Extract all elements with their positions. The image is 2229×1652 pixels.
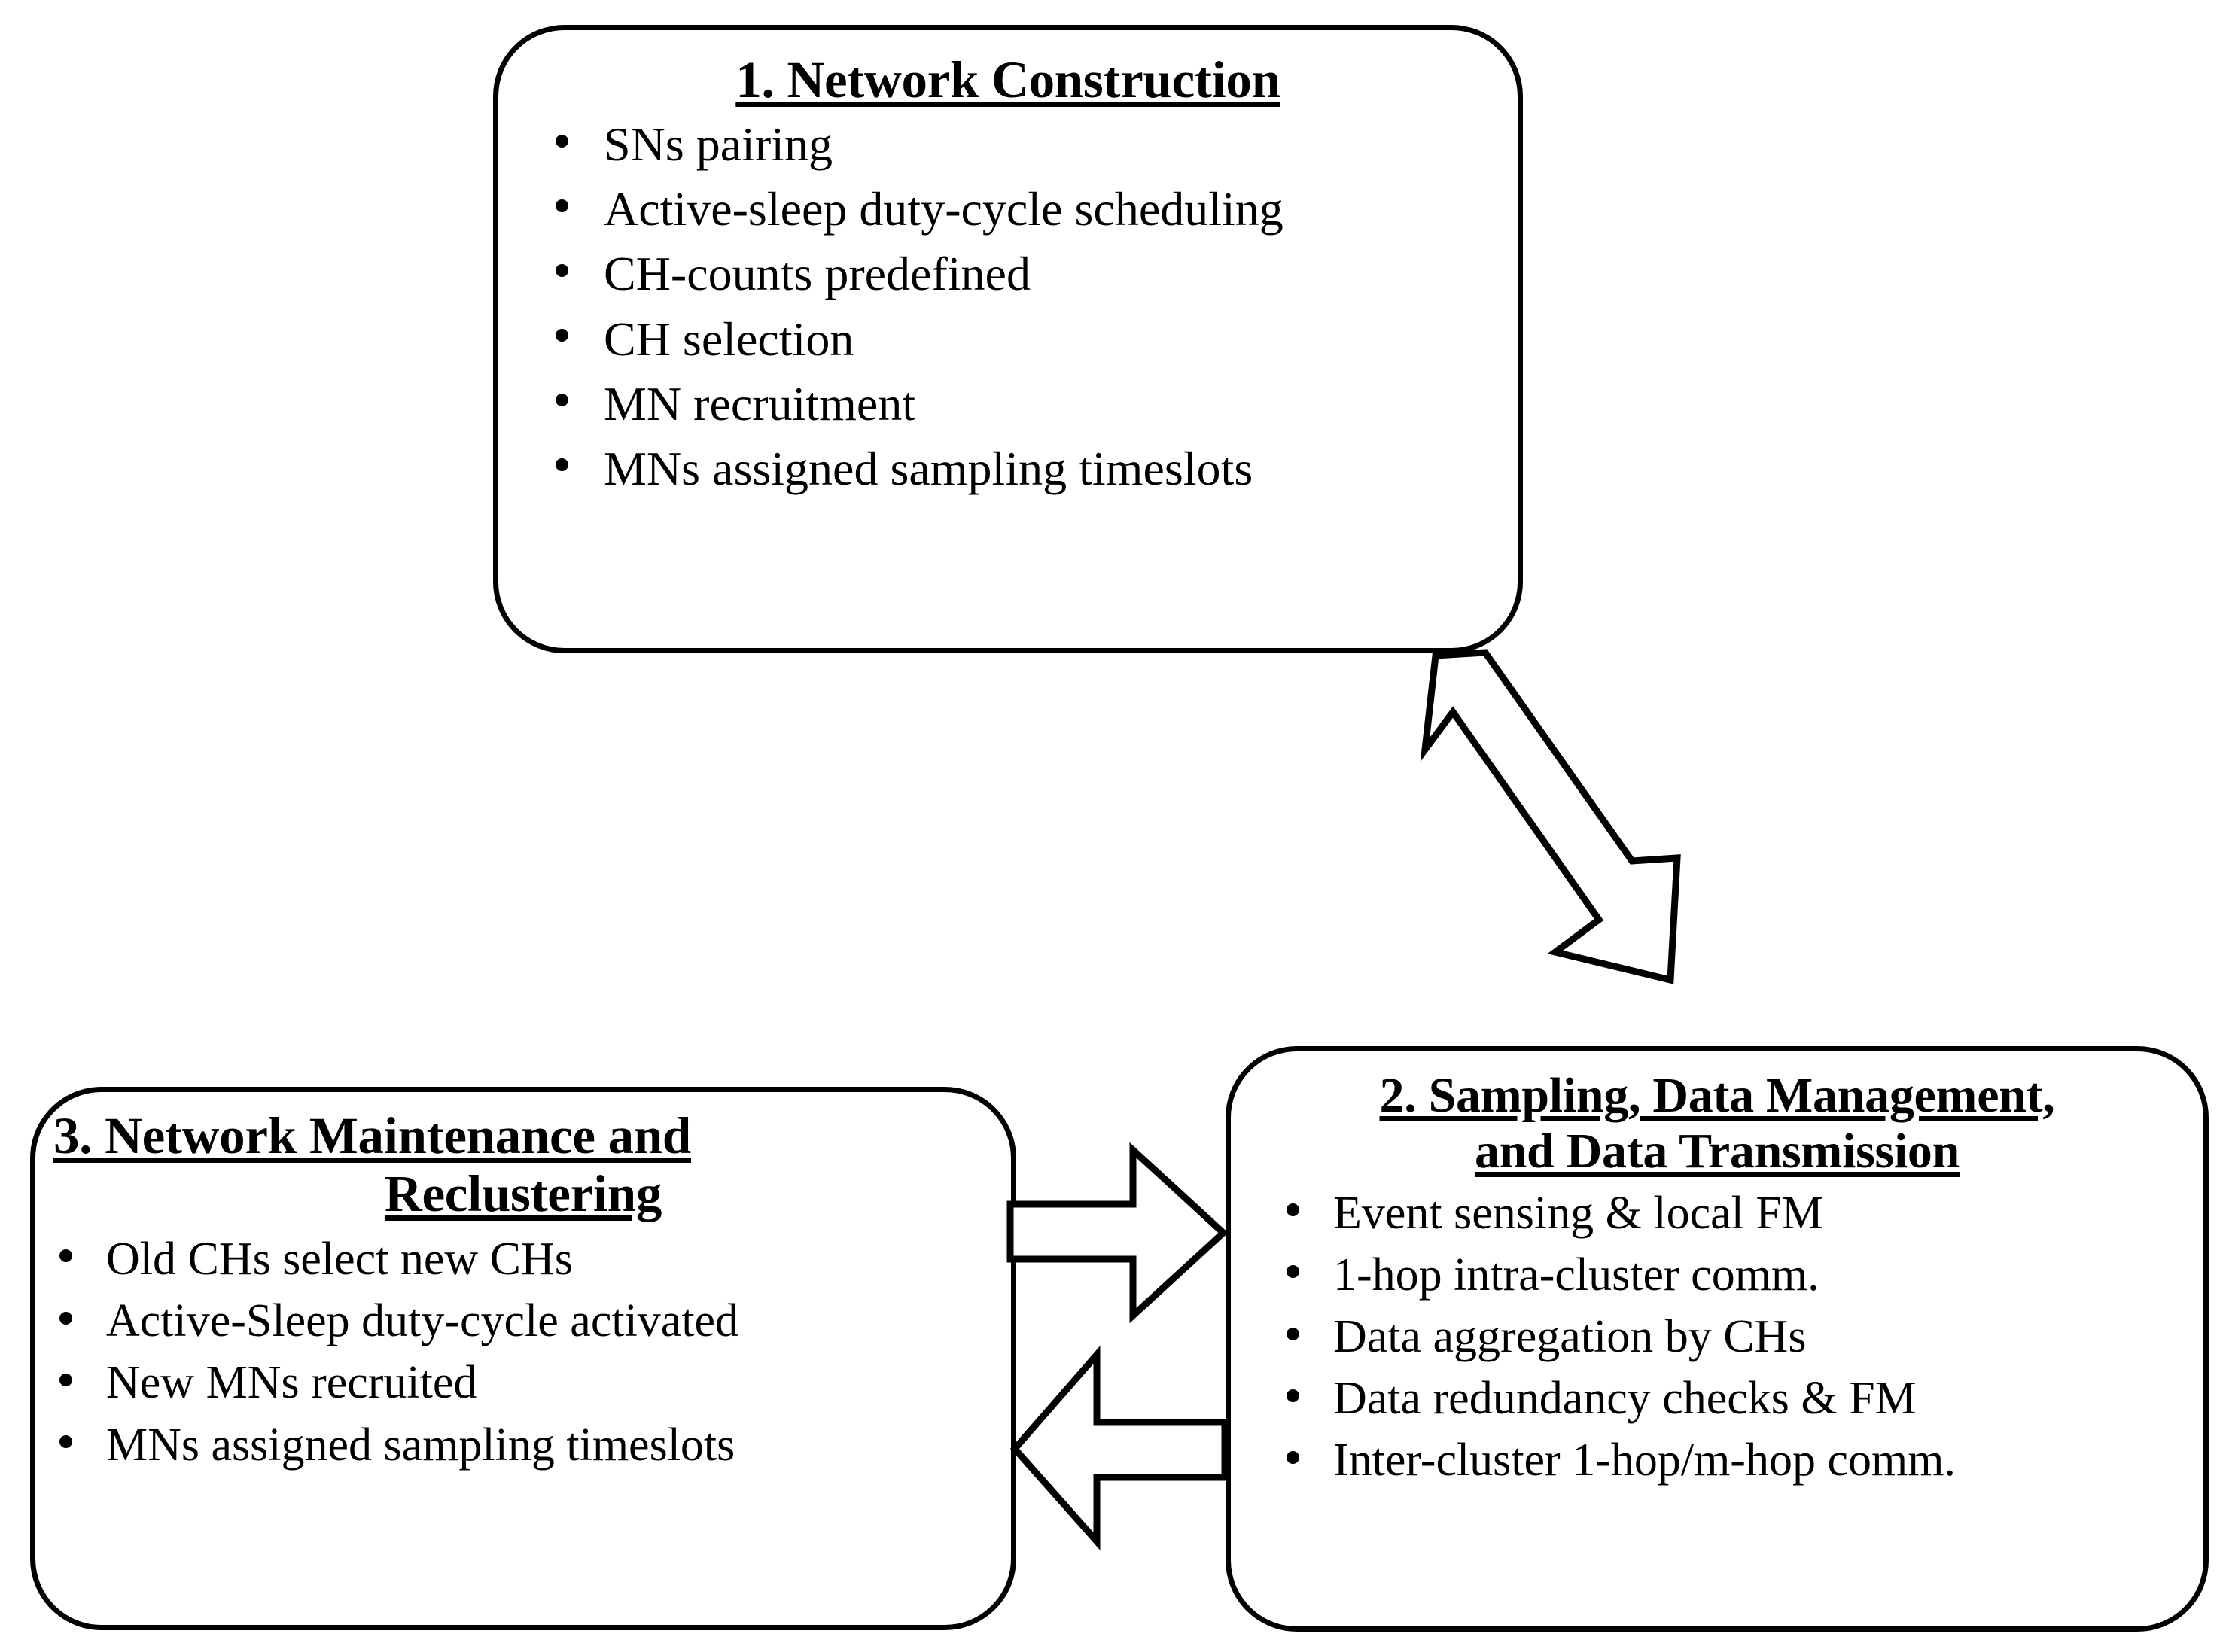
- list-item: MNs assigned sampling timeslots: [556, 437, 1507, 501]
- bullet-dot-icon: [556, 394, 568, 407]
- bullet-dot-icon: [59, 1311, 72, 1325]
- box-network-maintenance-reclustering-content: 3. Network Maintenance and Reclustering …: [35, 1107, 1011, 1476]
- bullet-dot-icon: [59, 1373, 72, 1386]
- box-sampling-data-management-transmission-bullets: Event sensing & local FM 1-hop intra-clu…: [1287, 1182, 2193, 1492]
- title-line-text: Reclustering: [384, 1165, 662, 1223]
- bullet-dot-icon: [556, 458, 568, 472]
- title-line-text: 2. Sampling, Data Management,: [1379, 1068, 2055, 1123]
- list-item: CH selection: [556, 307, 1507, 372]
- box-network-maintenance-reclustering[interactable]: 3. Network Maintenance and Reclustering …: [30, 1087, 1016, 1630]
- bullet-dot-icon: [556, 134, 568, 148]
- list-item-label: Old CHs select new CHs: [106, 1233, 573, 1285]
- list-item-label: CH-counts predefined: [604, 247, 1031, 301]
- list-item: New MNs recruited: [59, 1352, 1000, 1413]
- list-item: Data aggregation by CHs: [1287, 1306, 2193, 1368]
- bullet-dot-icon: [556, 199, 568, 212]
- bullet-dot-icon: [1287, 1327, 1299, 1340]
- list-item: MN recruitment: [556, 372, 1507, 437]
- list-item-label: MN recruitment: [604, 376, 916, 430]
- bullet-dot-icon: [556, 328, 568, 342]
- bullet-dot-icon: [556, 263, 568, 277]
- list-item: Data redundancy checks & FM: [1287, 1368, 2193, 1429]
- arrow-1-to-2-icon: [1420, 649, 1681, 984]
- list-item-label: Event sensing & local FM: [1333, 1187, 1823, 1239]
- box-sampling-data-management-transmission[interactable]: 2. Sampling, Data Management, and Data T…: [1226, 1046, 2209, 1632]
- title-line-text: and Data Transmission: [1474, 1123, 1960, 1179]
- list-item-label: Active-sleep duty-cycle scheduling: [604, 182, 1284, 236]
- list-item: Old CHs select new CHs: [59, 1228, 1000, 1290]
- bullet-dot-icon: [59, 1435, 72, 1449]
- list-item-label: Active-Sleep duty-cycle activated: [106, 1295, 739, 1346]
- list-item: Active-sleep duty-cycle scheduling: [556, 177, 1507, 242]
- list-item: Inter-cluster 1-hop/m-hop comm.: [1287, 1429, 2193, 1491]
- list-item: CH-counts predefined: [556, 242, 1507, 306]
- list-item-label: CH selection: [604, 312, 854, 366]
- list-item-label: Data redundancy checks & FM: [1333, 1373, 1917, 1425]
- box-network-construction-content: 1. Network Construction SNs pairing Acti…: [498, 51, 1518, 501]
- box-network-construction-bullets: SNs pairing Active-sleep duty-cycle sche…: [556, 112, 1507, 500]
- list-item-label: SNs pairing: [604, 117, 833, 172]
- box-network-construction[interactable]: 1. Network Construction SNs pairing Acti…: [493, 25, 1523, 653]
- bullet-dot-icon: [1287, 1265, 1299, 1279]
- arrow-3-to-2-icon: [1006, 1142, 1229, 1324]
- arrow-2-to-3-icon: [1010, 1345, 1229, 1550]
- list-item-label: New MNs recruited: [106, 1357, 477, 1409]
- box-sampling-data-management-transmission-content: 2. Sampling, Data Management, and Data T…: [1231, 1068, 2203, 1492]
- box-network-maintenance-reclustering-title: 3. Network Maintenance and Reclustering: [46, 1107, 1000, 1224]
- bullet-dot-icon: [1287, 1203, 1299, 1217]
- list-item-label: Inter-cluster 1-hop/m-hop comm.: [1333, 1434, 1956, 1486]
- bullet-dot-icon: [1287, 1450, 1299, 1464]
- list-item: MNs assigned sampling timeslots: [59, 1414, 1000, 1476]
- bullet-dot-icon: [59, 1249, 72, 1263]
- list-item: SNs pairing: [556, 112, 1507, 177]
- title-line-text: 3. Network Maintenance and: [53, 1107, 691, 1164]
- list-item: 1-hop intra-cluster comm.: [1287, 1244, 2193, 1306]
- list-item: Active-Sleep duty-cycle activated: [59, 1290, 1000, 1352]
- box-sampling-data-management-transmission-title: 2. Sampling, Data Management, and Data T…: [1241, 1068, 2193, 1179]
- list-item-label: MNs assigned sampling timeslots: [604, 441, 1253, 495]
- list-item-label: MNs assigned sampling timeslots: [106, 1419, 735, 1471]
- box-network-maintenance-reclustering-bullets: Old CHs select new CHs Active-Sleep duty…: [59, 1228, 1000, 1477]
- list-item-label: 1-hop intra-cluster comm.: [1333, 1249, 1819, 1301]
- bullet-dot-icon: [1287, 1389, 1299, 1402]
- list-item-label: Data aggregation by CHs: [1333, 1311, 1807, 1363]
- title-line-text: 1. Network Construction: [735, 51, 1280, 108]
- list-item: Event sensing & local FM: [1287, 1182, 2193, 1244]
- box-network-construction-title: 1. Network Construction: [509, 51, 1507, 109]
